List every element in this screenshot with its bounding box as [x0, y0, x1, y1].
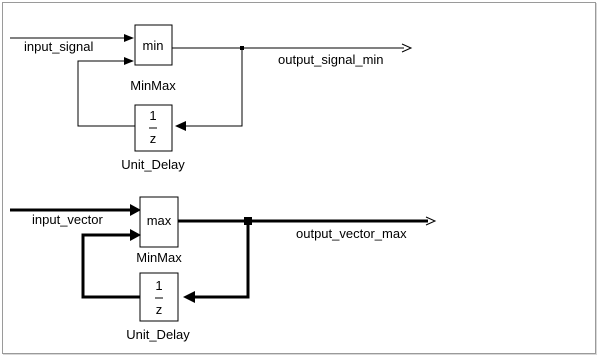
output-signal-min-arrowhead — [401, 43, 413, 53]
minmax-min-block[interactable] — [134, 24, 173, 66]
output-signal-min-label: output_signal_min — [278, 52, 384, 67]
input-signal-arrowhead — [124, 34, 134, 42]
minmax-max-block-text: max — [147, 213, 172, 228]
input-signal-label: input_signal — [24, 39, 93, 54]
unit-delay-top-numerator: 1 — [149, 108, 156, 123]
minmax-min-block-text: min — [143, 38, 164, 53]
unit-delay-top-label: Unit_Delay — [121, 157, 185, 172]
input-vector-label: input_vector — [32, 212, 103, 227]
minmax-max-block[interactable] — [139, 196, 179, 248]
feedback-to-delay-arrowhead — [175, 121, 186, 131]
feedback-return-line[interactable] — [77, 60, 135, 127]
input-vector-arrowhead — [130, 204, 141, 216]
feedback-return-arrowhead — [124, 57, 134, 65]
scalar-min-diagram: input_signal min MinMax output_signal_mi… — [10, 24, 413, 172]
vector-feedback-to-delay-arrowhead — [183, 291, 195, 303]
output-vector-max-label: output_vector_max — [296, 226, 407, 241]
unit-delay-bottom-numerator: 1 — [155, 278, 162, 293]
unit-delay-bottom-label: Unit_Delay — [126, 327, 190, 342]
vector-feedback-return-line[interactable] — [81, 233, 140, 299]
diagram-frame — [2, 2, 596, 354]
feedback-line-to-delay[interactable] — [186, 48, 243, 127]
output-vector-max-arrowhead — [425, 216, 437, 226]
unit-delay-bottom-denominator: z — [156, 302, 163, 317]
minmax-max-block-label: MinMax — [136, 250, 182, 265]
minmax-min-block-label: MinMax — [130, 78, 176, 93]
unit-delay-top-denominator: z — [150, 131, 157, 146]
vector-feedback-return-arrowhead — [130, 229, 141, 241]
vector-feedback-line-to-delay[interactable] — [195, 221, 250, 299]
unit-delay-top-block[interactable] — [134, 104, 173, 152]
vector-max-diagram: input_vector max MinMax output_vector_ma… — [10, 196, 437, 342]
unit-delay-bottom-block[interactable] — [139, 272, 179, 322]
